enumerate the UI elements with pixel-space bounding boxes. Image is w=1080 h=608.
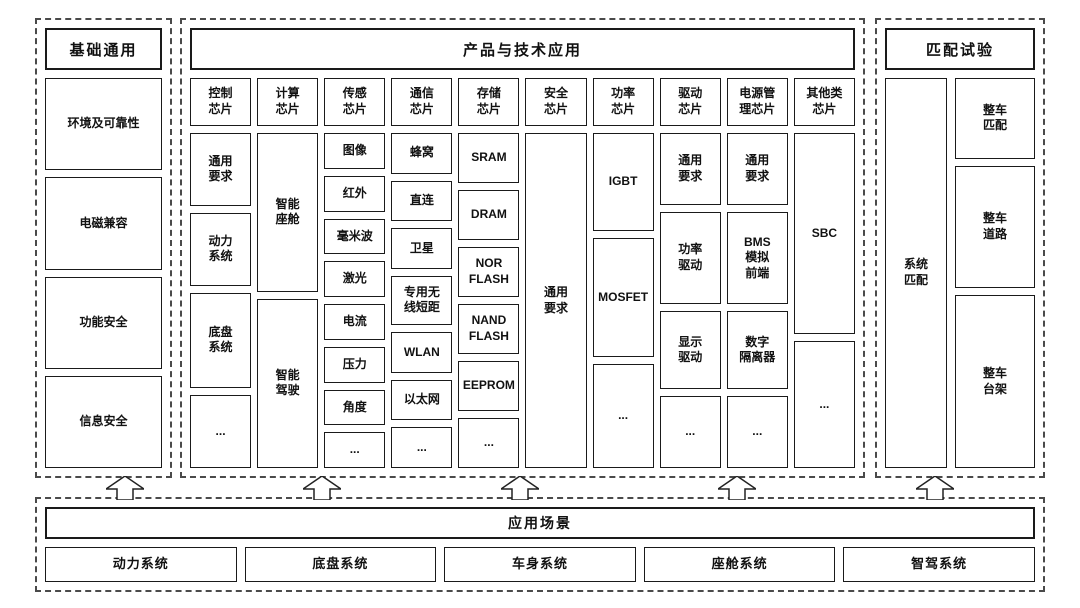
- up-arrow-icon: [303, 476, 341, 500]
- chip-column-header: 通信 芯片: [391, 78, 453, 126]
- chip-item: 红外: [324, 175, 386, 212]
- chip-column-header: 传感 芯片: [324, 78, 386, 126]
- chip-item: 通用 要求: [190, 133, 252, 206]
- vehicle-bench-box: 整车 台架: [955, 295, 1035, 468]
- chip-item: 专用无 线短距: [391, 275, 453, 326]
- products-technology-panel: 产品与技术应用 控制 芯片 通用 要求 动力 系统 底盘 系统 ... 计算 芯…: [180, 18, 865, 478]
- chip-item: 显示 驱动: [659, 311, 721, 390]
- chip-item: NAND FLASH: [458, 304, 520, 354]
- chip-item-more: ...: [793, 341, 855, 468]
- chip-column-header: 存储 芯片: [458, 78, 520, 126]
- chip-item: EEPROM: [458, 361, 520, 411]
- chip-item: 卫星: [391, 228, 453, 269]
- chip-item: IGBT: [592, 133, 654, 232]
- chip-item: 激光: [324, 261, 386, 297]
- chip-item: SRAM: [458, 133, 520, 183]
- chip-column-header: 驱动 芯片: [659, 78, 721, 126]
- chip-item: 蜂窝: [391, 133, 453, 174]
- chip-item-more: ...: [391, 427, 453, 468]
- up-arrow-icon: [718, 476, 756, 500]
- chip-item: 直连: [391, 180, 453, 222]
- up-arrow-icon: [501, 476, 539, 500]
- chip-item: SBC: [793, 133, 855, 335]
- chip-item-more: ...: [458, 418, 520, 468]
- vehicle-matching-box: 整车 匹配: [955, 78, 1035, 159]
- basic-item-functional-safety: 功能安全: [45, 276, 162, 369]
- chip-item: 通用 要求: [659, 133, 721, 205]
- chip-item: 智能 驾驶: [257, 298, 319, 468]
- basic-items: 环境及可靠性 电磁兼容 功能安全 信息安全: [45, 78, 162, 468]
- chip-column-other: 其他类 芯片 SBC ...: [793, 78, 855, 468]
- chip-column-security: 安全 芯片 通用 要求: [525, 78, 587, 468]
- scenario-power-system: 动力系统: [45, 547, 237, 582]
- chip-item: 智能 座舱: [257, 133, 319, 292]
- system-matching-box: 系统 匹配: [885, 78, 947, 468]
- chip-column-computing: 计算 芯片 智能 座舱 智能 驾驶: [257, 78, 319, 468]
- chip-columns: 控制 芯片 通用 要求 动力 系统 底盘 系统 ... 计算 芯片 智能 座舱 …: [190, 78, 855, 469]
- basic-item-emc: 电磁兼容: [45, 177, 162, 270]
- chip-item: 底盘 系统: [190, 292, 252, 389]
- up-arrow-icon: [916, 476, 954, 500]
- products-title: 产品与技术应用: [190, 28, 855, 70]
- chip-column-header: 电源管 理芯片: [726, 78, 788, 126]
- chip-item: 压力: [324, 346, 386, 383]
- chip-item: 功率 驱动: [659, 211, 721, 305]
- chip-item: 通用 要求: [525, 133, 587, 468]
- chip-item: 数字 隔离器: [726, 311, 788, 390]
- matching-test-title: 匹配试验: [885, 28, 1035, 70]
- matching-items: 整车 匹配 整车 道路 整车 台架: [955, 78, 1035, 468]
- chip-column-header: 其他类 芯片: [793, 78, 855, 126]
- chip-item: 以太网: [391, 379, 453, 421]
- chip-item: 毫米波: [324, 218, 386, 255]
- chip-column-storage: 存储 芯片 SRAM DRAM NOR FLASH NAND FLASH EEP…: [458, 78, 520, 468]
- scenario-intelligent-driving-system: 智驾系统: [843, 547, 1035, 582]
- basic-item-environment-reliability: 环境及可靠性: [45, 78, 162, 171]
- chip-item-more: ...: [190, 395, 252, 468]
- scenario-body-system: 车身系统: [444, 547, 636, 582]
- application-scenarios-title: 应用场景: [45, 507, 1035, 539]
- chip-item: MOSFET: [592, 238, 654, 358]
- chip-column-control: 控制 芯片 通用 要求 动力 系统 底盘 系统 ...: [190, 78, 252, 468]
- chip-column-header: 计算 芯片: [257, 78, 319, 126]
- up-arrow-icon: [106, 476, 144, 500]
- chip-item: WLAN: [391, 332, 453, 373]
- chip-item: NOR FLASH: [458, 247, 520, 297]
- chip-item: 图像: [324, 133, 386, 169]
- chip-item-more: ...: [324, 432, 386, 468]
- matching-body: 系统 匹配 整车 匹配 整车 道路 整车 台架: [885, 78, 1035, 468]
- matching-test-panel: 匹配试验 系统 匹配 整车 匹配 整车 道路 整车 台架: [875, 18, 1045, 478]
- vehicle-road-box: 整车 道路: [955, 165, 1035, 289]
- scenario-row: 动力系统 底盘系统 车身系统 座舱系统 智驾系统: [45, 547, 1035, 582]
- chip-column-header: 控制 芯片: [190, 78, 252, 126]
- chip-item-more: ...: [659, 396, 721, 469]
- basic-general-panel: 基础通用 环境及可靠性 电磁兼容 功能安全 信息安全: [35, 18, 172, 478]
- chip-item: DRAM: [458, 190, 520, 240]
- chip-item-more: ...: [726, 396, 788, 469]
- chip-item: 动力 系统: [190, 212, 252, 286]
- chip-column-header: 安全 芯片: [525, 78, 587, 126]
- basic-item-information-security: 信息安全: [45, 375, 162, 468]
- chip-column-header: 功率 芯片: [592, 78, 654, 126]
- chip-column-power: 功率 芯片 IGBT MOSFET ...: [592, 78, 654, 468]
- chip-column-sensing: 传感 芯片 图像 红外 毫米波 激光 电流 压力 角度 ...: [324, 78, 386, 468]
- chip-column-driver: 驱动 芯片 通用 要求 功率 驱动 显示 驱动 ...: [659, 78, 721, 469]
- chip-column-communication: 通信 芯片 蜂窝 直连 卫星 专用无 线短距 WLAN 以太网 ...: [391, 78, 453, 468]
- scenario-chassis-system: 底盘系统: [244, 547, 437, 582]
- chip-item-more: ...: [592, 364, 654, 468]
- chip-item: 电流: [324, 304, 386, 340]
- application-scenarios-panel: 应用场景 动力系统 底盘系统 车身系统 座舱系统 智驾系统: [35, 497, 1045, 592]
- scenario-cockpit-system: 座舱系统: [643, 547, 836, 582]
- chip-item: 通用 要求: [726, 133, 788, 205]
- basic-general-title: 基础通用: [45, 28, 162, 70]
- chip-column-power-management: 电源管 理芯片 通用 要求 BMS 模拟 前端 数字 隔离器 ...: [726, 78, 788, 469]
- chip-item: 角度: [324, 389, 386, 426]
- chip-item: BMS 模拟 前端: [726, 211, 788, 305]
